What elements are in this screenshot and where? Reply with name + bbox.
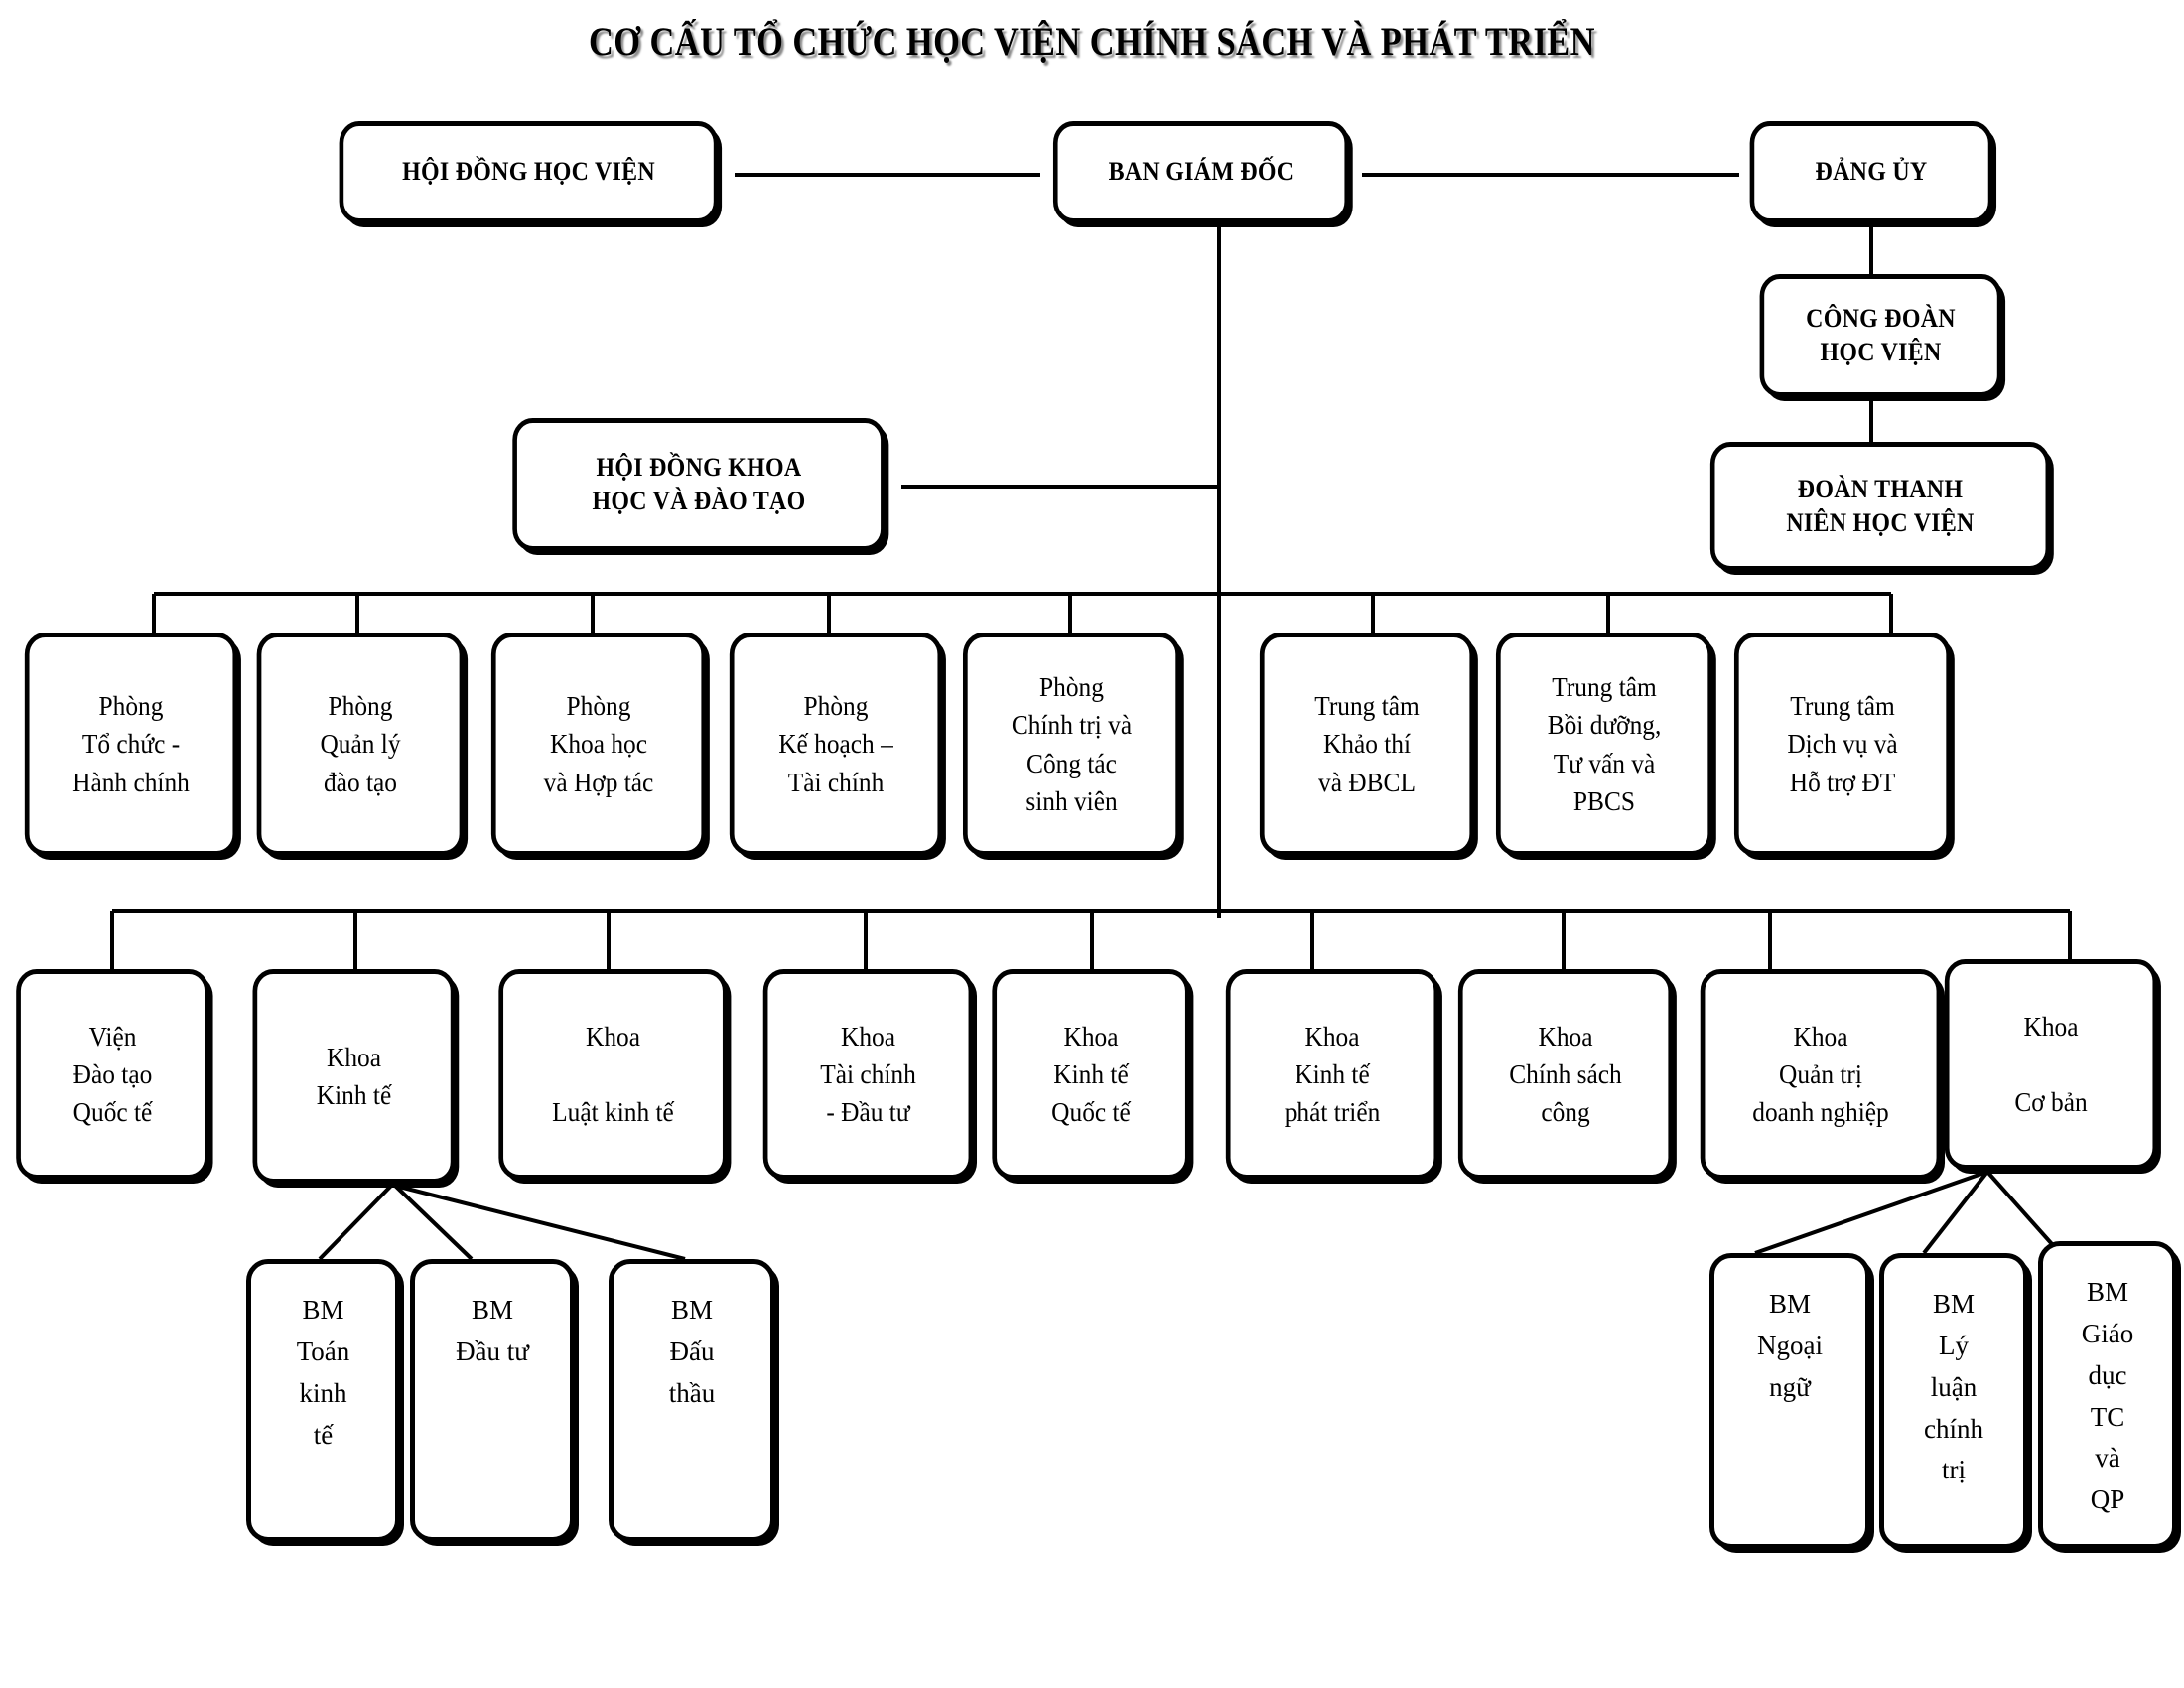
node-bm-giao-duc-tc-va-qp[interactable]: BM Giáo dục TC và QP	[2038, 1241, 2177, 1549]
node-label: ĐẢNG ỦY	[1815, 157, 1928, 187]
node-hoi-dong-khoa-hoc-va-dao-tao[interactable]: HỘI ĐỒNG KHOA HỌC VÀ ĐÀO TẠO	[512, 418, 886, 551]
page-title: CƠ CẤU TỔ CHỨC HỌC VIỆN CHÍNH SÁCH VÀ PH…	[589, 19, 1595, 64]
node-label: Khoa Quản trị doanh nghiệp	[1752, 1021, 1889, 1128]
node-khoa-co-ban[interactable]: Khoa Cơ bản	[1944, 959, 2158, 1170]
node-khoa-kinh-te-quoc-te[interactable]: Khoa Kinh tế Quốc tế	[992, 969, 1190, 1180]
node-cong-doan-hoc-vien[interactable]: CÔNG ĐOÀN HỌC VIỆN	[1759, 274, 2002, 397]
node-bm-dau-tu[interactable]: BM Đầu tư	[410, 1259, 575, 1542]
node-label: Phòng Tổ chức - Hành chính	[72, 691, 190, 797]
node-label: HỘI ĐỒNG KHOA HỌC VÀ ĐÀO TẠO	[592, 452, 806, 515]
node-label: Khoa Kinh tế phát triển	[1284, 1021, 1381, 1128]
node-khoa-luat-kinh-te[interactable]: Khoa Luật kinh tế	[498, 969, 728, 1180]
node-label: HỘI ĐỒNG HỌC VIỆN	[402, 157, 655, 187]
node-label: Phòng Kế hoạch – Tài chính	[778, 691, 893, 797]
link-khoakinhte-bm0	[318, 1182, 395, 1261]
node-trung-tam-dich-vu-va-ho-tro-dt[interactable]: Trung tâm Dịch vụ và Hỗ trợ ĐT	[1733, 633, 1952, 856]
node-label: BM Ngoại ngữ	[1757, 1289, 1823, 1402]
node-khoa-kinh-te[interactable]: Khoa Kinh tế	[252, 969, 456, 1184]
node-label: ĐOÀN THANH NIÊN HỌC VIỆN	[1786, 474, 1975, 537]
node-bm-toan-kinh-te[interactable]: BM Toán kinh tế	[246, 1259, 400, 1542]
node-phong-quan-ly-dao-tao[interactable]: Phòng Quản lý đào tạo	[256, 633, 465, 856]
node-label: BM Đầu tư	[456, 1295, 529, 1366]
node-khoa-kinh-te-phat-trien[interactable]: Khoa Kinh tế phát triển	[1225, 969, 1439, 1180]
node-label: CÔNG ĐOÀN HỌC VIỆN	[1806, 303, 1956, 366]
node-label: Trung tâm Bồi dưỡng, Tư vấn và PBCS	[1547, 671, 1662, 816]
link-khoacoban-bm2	[1985, 1170, 2062, 1255]
node-dang-uy[interactable]: ĐẢNG ỦY	[1749, 121, 1993, 223]
node-label: Khoa Chính sách công	[1509, 1021, 1622, 1128]
node-khoa-quan-tri-doanh-nghiep[interactable]: Khoa Quản trị doanh nghiệp	[1700, 969, 1942, 1180]
node-label: Khoa Kinh tế	[316, 1042, 392, 1110]
node-hoi-dong-hoc-vien[interactable]: HỘI ĐỒNG HỌC VIỆN	[339, 121, 719, 223]
node-label: BM Lý luận chính trị	[1924, 1289, 1983, 1485]
node-label: BM Đấu thầu	[668, 1295, 716, 1408]
link-khoacoban-bm0	[1754, 1170, 1988, 1255]
node-bm-ngoai-ngu[interactable]: BM Ngoại ngữ	[1709, 1253, 1870, 1549]
link-khoakinhte-bm1	[391, 1182, 474, 1261]
node-label: Trung tâm Khảo thí và ĐBCL	[1314, 691, 1420, 797]
node-label: Trung tâm Dịch vụ và Hỗ trợ ĐT	[1787, 691, 1898, 797]
node-phong-to-chuc-hanh-chinh[interactable]: Phòng Tổ chức - Hành chính	[24, 633, 238, 856]
node-label: Phòng Khoa học và Hợp tác	[543, 691, 654, 797]
node-label: Khoa Luật kinh tế	[552, 1021, 674, 1128]
node-label: Khoa Kinh tế Quốc tế	[1051, 1021, 1131, 1128]
node-phong-khoa-hoc-va-hop-tac[interactable]: Phòng Khoa học và Hợp tác	[490, 633, 707, 856]
node-label: Khoa Cơ bản	[2014, 1011, 2088, 1118]
node-phong-chinh-tri-va-cong-tac-sinh-vien[interactable]: Phòng Chính trị và Công tác sinh viên	[962, 633, 1181, 856]
node-label: Phòng Chính trị và Công tác sinh viên	[1011, 671, 1133, 816]
node-label: Phòng Quản lý đào tạo	[320, 691, 401, 797]
node-bm-ly-luan-chinh-tri[interactable]: BM Lý luận chính trị	[1879, 1253, 2028, 1549]
node-khoa-tai-chinh-dau-tu[interactable]: Khoa Tài chính - Đầu tư	[762, 969, 974, 1180]
node-label: Khoa Tài chính - Đầu tư	[820, 1021, 916, 1128]
node-label: Viện Đào tạo Quốc tế	[72, 1021, 153, 1128]
link-khoakinhte-bm2	[394, 1184, 686, 1261]
node-trung-tam-khao-thi-va-dbcl[interactable]: Trung tâm Khảo thí và ĐBCL	[1259, 633, 1475, 856]
node-bm-dau-thau[interactable]: BM Đấu thầu	[609, 1259, 775, 1542]
node-label: BM Giáo dục TC và QP	[2081, 1277, 2134, 1515]
node-label: BM Toán kinh tế	[296, 1295, 350, 1450]
node-doan-thanh-nien-hoc-vien[interactable]: ĐOÀN THANH NIÊN HỌC VIỆN	[1709, 442, 2051, 571]
node-khoa-chinh-sach-cong[interactable]: Khoa Chính sách công	[1457, 969, 1674, 1180]
node-trung-tam-boi-duong-tu-van-va-pbcs[interactable]: Trung tâm Bồi dưỡng, Tư vấn và PBCS	[1495, 633, 1713, 856]
node-vien-dao-tao-quoc-te[interactable]: Viện Đào tạo Quốc tế	[16, 969, 209, 1180]
node-phong-ke-hoach-tai-chinh[interactable]: Phòng Kế hoạch – Tài chính	[729, 633, 943, 856]
link-khoacoban-bm1	[1922, 1170, 1989, 1255]
node-label: BAN GIÁM ĐỐC	[1108, 157, 1295, 187]
node-ban-giam-doc[interactable]: BAN GIÁM ĐỐC	[1052, 121, 1350, 223]
